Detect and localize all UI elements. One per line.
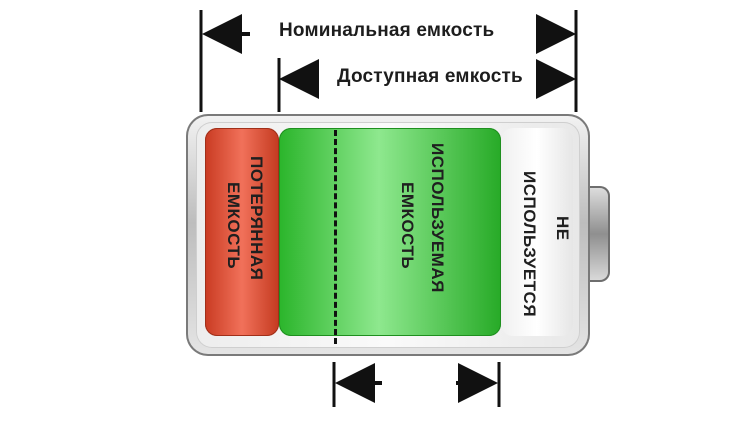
used-capacity-segment [279,128,501,336]
used-capacity-text-line2: ЕМКОСТЬ [398,182,417,270]
usage-divider-dashed-line [334,130,337,344]
battery-terminal [588,186,610,282]
lost-capacity-segment [205,128,279,336]
used-capacity-text-line1: ИСПОЛЬЗУЕМАЯ [428,143,447,293]
nominal-capacity-label: Номинальная емкость [279,20,495,41]
unused-capacity-segment [501,128,573,336]
available-capacity-label: Доступная емкость [337,66,523,87]
unused-capacity-text-line2: ИСПОЛЬЗУЕТСЯ [520,171,539,318]
lost-capacity-text-line2: ЕМКОСТЬ [224,182,243,270]
lost-capacity-text-line1: ПОТЕРЯННАЯ [247,156,266,281]
unused-capacity-text-line1: НЕ [553,216,572,241]
